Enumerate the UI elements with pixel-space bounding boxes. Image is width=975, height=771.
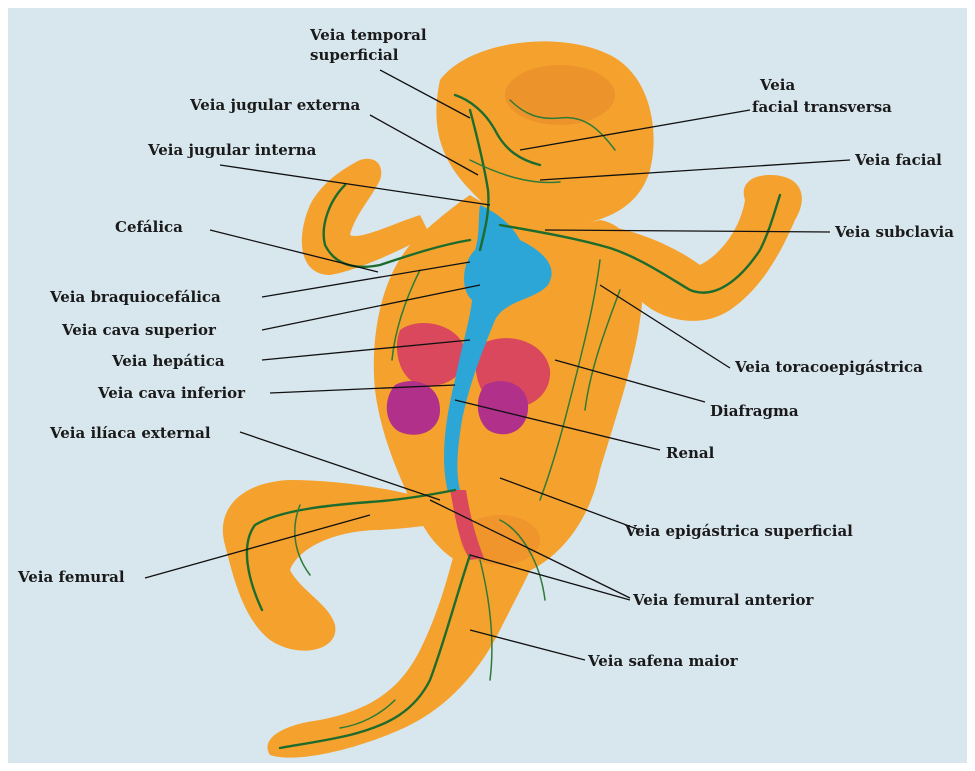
label-jugular-interna: Veia jugular interna bbox=[147, 141, 317, 159]
label-cava-superior: Veia cava superior bbox=[61, 321, 217, 339]
label-femural-anterior: Veia femural anterior bbox=[632, 591, 814, 609]
label-facial: Veia facial bbox=[854, 151, 942, 169]
label-femural: Veia femural bbox=[17, 568, 125, 586]
label-hepatica: Veia hepática bbox=[111, 352, 225, 370]
label-jugular-externa: Veia jugular externa bbox=[189, 96, 360, 114]
label-facial-transversa-1: Veia bbox=[759, 76, 796, 94]
label-cefalica: Cefálica bbox=[115, 218, 183, 236]
label-facial-transversa-2: facial transversa bbox=[752, 98, 892, 116]
label-braquiocefalica: Veia braquiocefálica bbox=[49, 288, 221, 306]
label-epigastrica-superficial: Veia epigástrica superficial bbox=[624, 522, 853, 540]
label-renal: Renal bbox=[666, 444, 715, 462]
label-cava-inferior: Veia cava inferior bbox=[97, 384, 246, 402]
label-temporal-superficial-2: superficial bbox=[310, 46, 399, 64]
label-safena-maior: Veia safena maior bbox=[587, 652, 739, 670]
label-diafragma: Diafragma bbox=[710, 402, 799, 420]
label-iliaca-externa: Veia ilíaca external bbox=[49, 424, 211, 442]
label-temporal-superficial-1: Veia temporal bbox=[309, 26, 427, 44]
label-toracoepigastrica: Veia toracoepigástrica bbox=[734, 358, 923, 376]
label-subclavia: Veia subclavia bbox=[834, 223, 954, 241]
